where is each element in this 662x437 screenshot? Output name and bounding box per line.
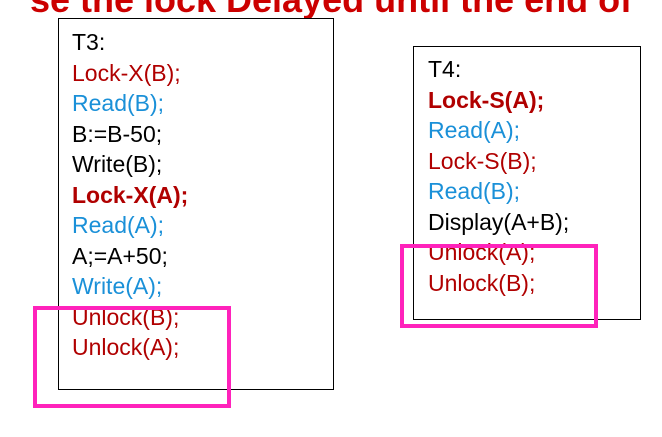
t3-line: B:=B-50; [72, 120, 163, 147]
t3-line: Unlock(A); [72, 334, 180, 360]
t3-line: Write(B); [72, 151, 163, 177]
t3-line: Read(A); [72, 212, 165, 238]
transaction-t4-code: T4: Lock-S(A); Read(A); Lock-S(B); Read(… [428, 54, 569, 298]
t4-line: Read(B); [428, 178, 521, 204]
t4-unlock-highlight [400, 244, 598, 328]
t3-line: Lock-X(A); [72, 181, 189, 208]
transaction-t4-box [413, 46, 641, 320]
slide-title: se the lock Delayed until the end of [0, 0, 662, 22]
transaction-t3-code: T3: Lock-X(B); Read(B); B:=B-50; Write(B… [72, 27, 188, 363]
t4-line: Lock-S(B); [428, 147, 537, 174]
t4-line: Lock-S(A); [428, 86, 545, 113]
t3-unlock-highlight [33, 306, 231, 408]
t4-line: Unlock(B); [428, 269, 536, 296]
t3-line: Write(A); [72, 273, 163, 299]
t4-line: Unlock(A); [428, 239, 536, 265]
t3-line: Lock-X(B); [72, 59, 181, 86]
transaction-t3-box [58, 18, 334, 390]
t4-line: Display(A+B); [428, 208, 570, 235]
t3-line: T3: [72, 29, 106, 55]
t3-line: A;=A+50; [72, 242, 168, 269]
t3-line: Read(B); [72, 90, 165, 116]
t4-line: Read(A); [428, 117, 521, 143]
t4-line: T4: [428, 56, 462, 82]
